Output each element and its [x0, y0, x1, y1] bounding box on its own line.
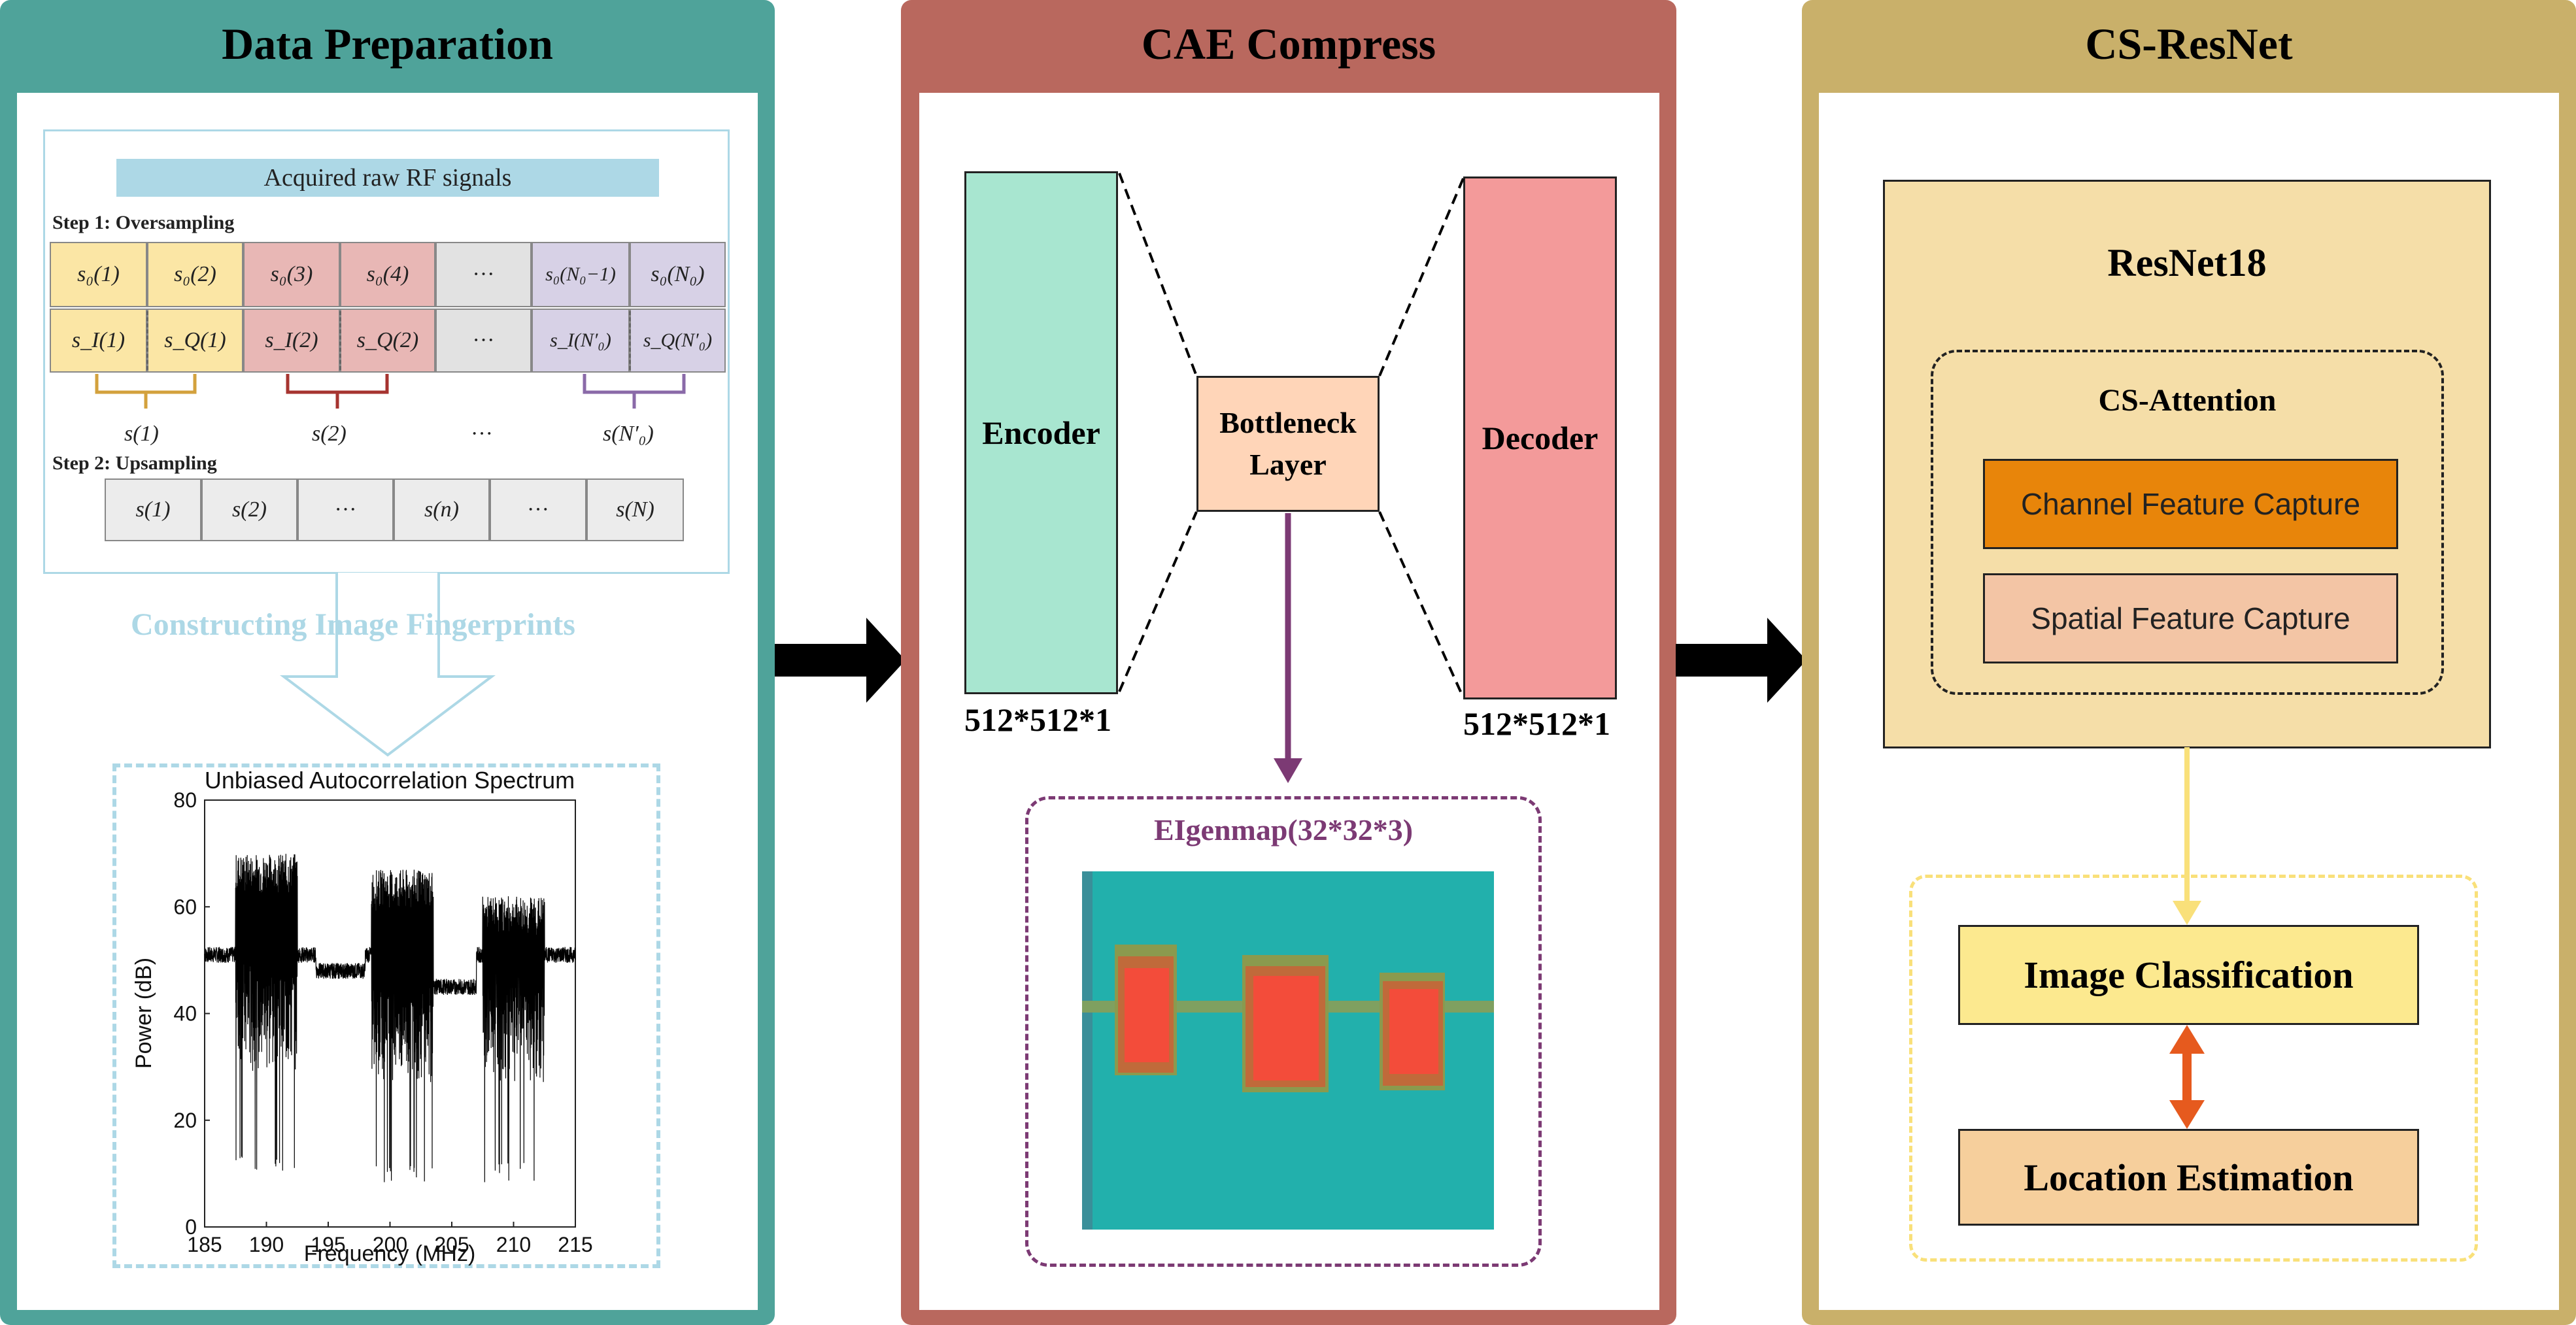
image-classification-box: Image Classification	[1958, 925, 2419, 1025]
x-tick-label: 185	[187, 1233, 222, 1256]
y-tick-label: 40	[173, 1002, 197, 1026]
row1-cell: s₀(1)	[50, 242, 147, 307]
classification-label: Image Classification	[2024, 954, 2354, 996]
y-tick-label: 20	[173, 1109, 197, 1132]
channel-feature-box: Channel Feature Capture	[1983, 459, 2398, 549]
spatial-feature-box: Spatial Feature Capture	[1983, 573, 2398, 663]
panel-arrow-1	[775, 618, 906, 703]
step2-label: Step 2: Upsampling	[52, 452, 217, 474]
bottleneck-label: Bottleneck Layer	[1219, 405, 1357, 481]
spectrum-chart: Unbiased Autocorrelation Spectrum 185 190…	[131, 767, 593, 1266]
encoder-block: Encoder	[964, 171, 1118, 694]
cs-attention-frame	[1931, 350, 2444, 695]
construct-label: Constructing Image Fingerprints	[131, 607, 575, 642]
row1-cell: s₀(N₀)	[630, 242, 726, 307]
bottleneck-block: Bottleneck Layer	[1196, 376, 1380, 512]
row2-cell: s_Q(N′₀)	[630, 309, 726, 373]
decoder-block: Decoder	[1463, 176, 1617, 699]
location-label: Location Estimation	[2024, 1156, 2354, 1199]
x-axis-label: Frequency (MHz)	[304, 1241, 476, 1266]
eigenmap-frame	[1025, 796, 1542, 1267]
channel-label: Channel Feature Capture	[2020, 487, 2361, 521]
brace-label: s(N′₀)	[603, 422, 654, 446]
cs-attention-label: CS-Attention	[2098, 383, 2277, 418]
construct-down-arrow	[280, 573, 496, 757]
row2-cell: s_I(1)	[50, 309, 147, 373]
row3-cell: s(1)	[105, 478, 201, 541]
row3-cell: s(n)	[394, 478, 490, 541]
x-tick-label: 215	[558, 1233, 592, 1256]
spatial-label: Spatial Feature Capture	[2031, 601, 2350, 635]
x-tick-label: 190	[249, 1233, 284, 1256]
y-tick-label: 60	[173, 895, 197, 918]
raw-signals-label: Acquired raw RF signals	[116, 159, 659, 197]
row2-cell: s_I(2)	[243, 309, 340, 373]
decoder-label: Decoder	[1482, 420, 1599, 456]
output-frame	[1909, 875, 2478, 1262]
row2-cell: s_Q(1)	[147, 309, 243, 373]
signal-trace	[204, 854, 576, 1182]
row1-cell: s₀(3)	[243, 242, 340, 307]
resnet18-label: ResNet18	[2107, 241, 2267, 284]
encoder-label: Encoder	[982, 414, 1100, 451]
brace-label: s(2)	[312, 422, 347, 446]
decoder-dim: 512*512*1	[1463, 705, 1610, 742]
chart-title: Unbiased Autocorrelation Spectrum	[205, 767, 575, 794]
iq-separator	[339, 311, 341, 370]
x-tick-label: 195	[311, 1233, 345, 1256]
brace-label: ···	[471, 422, 493, 446]
row2-cell: s_Q(2)	[340, 309, 435, 373]
row3-cell: s(N)	[586, 478, 684, 541]
eigenmap-label: EIgenmap(32*32*3)	[1153, 813, 1414, 847]
row3-cell: s(2)	[201, 478, 297, 541]
row1-cell: s₀(4)	[340, 242, 435, 307]
row2-cell: s_I(N′₀)	[532, 309, 630, 373]
row3-cell: ···	[490, 478, 586, 541]
y-tick-label: 80	[173, 788, 197, 812]
x-tick-label: 200	[373, 1233, 407, 1256]
iq-separator	[146, 311, 148, 370]
row3-cell: ···	[297, 478, 394, 541]
x-tick-label: 210	[496, 1233, 531, 1256]
panel-title: CAE Compress	[1141, 19, 1436, 69]
grouping-braces	[95, 374, 686, 409]
panel-title: CS-ResNet	[2085, 19, 2293, 69]
x-tick-label: 205	[434, 1233, 469, 1256]
eigenmap-image	[1082, 871, 1494, 1230]
y-axis-label: Power (dB)	[131, 958, 156, 1069]
row2-cell: ···	[435, 309, 532, 373]
step1-label: Step 1: Oversampling	[52, 212, 235, 233]
panel-arrow-2	[1676, 618, 1806, 703]
spectrum-frame	[112, 763, 660, 1268]
panel-title: Data Preparation	[222, 19, 553, 69]
y-tick-label: 0	[185, 1215, 197, 1239]
encoder-dim: 512*512*1	[964, 701, 1111, 738]
cae-connectors	[1118, 173, 1465, 783]
row1-cell: s₀(N₀−1)	[532, 242, 630, 307]
row1-cell: ···	[435, 242, 532, 307]
row1-cell: s₀(2)	[147, 242, 243, 307]
iq-separator	[629, 311, 631, 370]
axis-ticks: 185 190 195 200 205 210 215 0 20 40 60 80	[173, 788, 592, 1256]
location-estimation-box: Location Estimation	[1958, 1129, 2419, 1226]
brace-label: s(1)	[124, 422, 159, 446]
